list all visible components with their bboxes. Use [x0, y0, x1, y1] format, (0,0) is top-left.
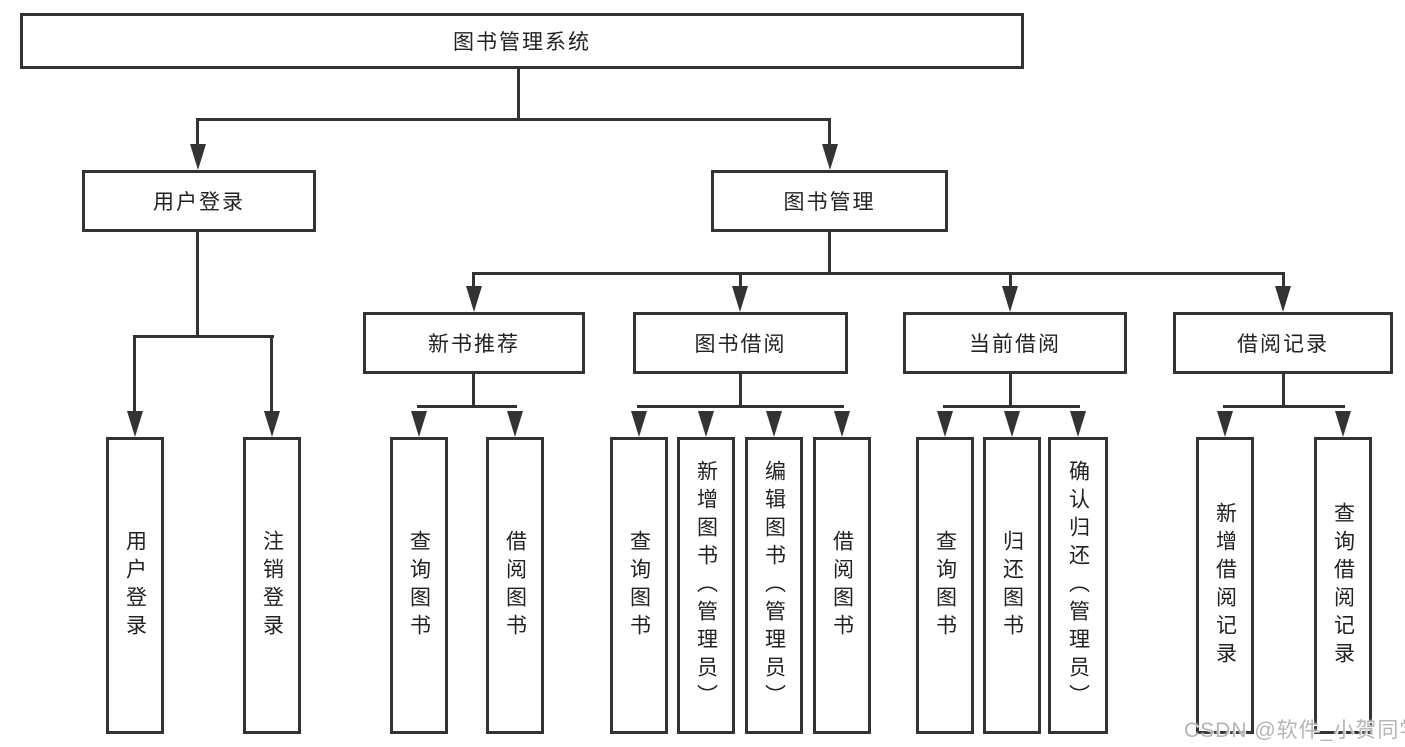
node-leaf-nbr-query-books: 查询图书: [390, 437, 448, 734]
node-label: 归还图书: [1000, 529, 1024, 642]
arrow-g4-add: [1217, 411, 1233, 437]
node-book-management: 图书管理: [711, 170, 948, 232]
node-current-borrow: 当前借阅: [903, 312, 1127, 374]
node-leaf-br-query-record: 查询借阅记录: [1314, 437, 1372, 734]
arrow-g1-query: [411, 411, 427, 437]
connector-rail-level2: [472, 272, 1285, 275]
csdn-watermark: CSDN @软件_小贺同学: [1184, 719, 1405, 742]
connector-drop-login-leaf: [133, 338, 136, 412]
connector-rail-level1: [196, 118, 831, 121]
connector-rail-g1: [417, 405, 517, 408]
node-label: 当前借阅: [969, 333, 1061, 356]
node-label: 注销登录: [260, 529, 284, 642]
arrow-g1-borrow: [507, 411, 523, 437]
node-label: 图书管理系统: [453, 31, 591, 54]
connector-book-management-stem: [828, 232, 831, 272]
arrow-user-login: [190, 144, 206, 170]
connector-g4-stem: [1282, 374, 1285, 408]
node-label: 用户登录: [153, 191, 245, 214]
node-label: 编辑图书（管理员）: [762, 459, 786, 712]
node-label: 查询借阅记录: [1331, 501, 1355, 670]
node-label: 图书管理: [783, 191, 876, 214]
connector-rail-g2: [637, 405, 844, 408]
connector-drop-new-book: [472, 275, 475, 287]
connector-g1-stem: [472, 374, 475, 408]
node-leaf-br-add-record: 新增借阅记录: [1196, 437, 1254, 734]
node-borrow-records: 借阅记录: [1173, 312, 1393, 374]
node-label: 新增图书（管理员）: [694, 459, 718, 712]
node-label: 图书借阅: [694, 333, 787, 356]
connector-rail-g3: [943, 405, 1080, 408]
connector-drop-logout-leaf: [270, 338, 273, 412]
arrow-g2-borrow: [834, 411, 850, 437]
node-book-borrow: 图书借阅: [633, 312, 848, 374]
node-user-login: 用户登录: [82, 170, 316, 232]
node-leaf-bb-borrow-books: 借阅图书: [813, 437, 871, 734]
arrow-borrow-records: [1275, 286, 1291, 312]
node-label: 新增借阅记录: [1213, 501, 1237, 670]
arrow-login-leaf: [127, 411, 143, 437]
connector-g3-stem: [1009, 374, 1012, 408]
connector-g2-stem: [739, 374, 742, 408]
node-leaf-bb-query-books: 查询图书: [610, 437, 668, 734]
node-leaf-user-login: 用户登录: [106, 437, 164, 734]
node-label: 借阅图书: [503, 529, 527, 642]
arrow-g3-confirm: [1070, 411, 1086, 437]
arrow-new-book: [466, 286, 482, 312]
connector-drop-book-management: [828, 121, 831, 145]
arrow-logout-leaf: [264, 411, 280, 437]
connector-root-stem: [517, 66, 520, 118]
arrow-book-management: [822, 144, 838, 170]
connector-user-login-stem: [196, 232, 199, 335]
connector-rail-g4: [1223, 405, 1345, 408]
node-label: 查询图书: [407, 529, 431, 642]
arrow-g2-add: [698, 411, 714, 437]
node-leaf-nbr-borrow-books: 借阅图书: [486, 437, 544, 734]
node-label: 确认归还（管理员）: [1066, 459, 1090, 712]
arrow-g3-query: [937, 411, 953, 437]
node-label: 新书推荐: [428, 333, 520, 356]
node-leaf-bb-add-books: 新增图书（管理员）: [677, 437, 735, 734]
node-label: 借阅记录: [1237, 333, 1329, 356]
node-label: 查询图书: [933, 529, 957, 642]
node-leaf-cb-confirm-return: 确认归还（管理员）: [1048, 437, 1108, 734]
arrow-book-borrow: [732, 286, 748, 312]
node-leaf-logout: 注销登录: [243, 437, 301, 734]
node-label: 借阅图书: [830, 529, 854, 642]
connector-rail-user-login: [133, 335, 274, 338]
node-new-book-recommend: 新书推荐: [363, 312, 585, 374]
arrow-current-borrow: [1002, 286, 1018, 312]
node-label: 查询图书: [627, 529, 651, 642]
arrow-g3-return: [1004, 411, 1020, 437]
node-label: 用户登录: [123, 529, 147, 642]
connector-drop-user-login: [196, 121, 199, 145]
node-library-management-system: 图书管理系统: [20, 13, 1024, 69]
node-leaf-cb-query-books: 查询图书: [916, 437, 974, 734]
node-leaf-cb-return-books: 归还图书: [983, 437, 1041, 734]
connector-drop-borrow-records: [1282, 275, 1285, 287]
node-leaf-bb-edit-books: 编辑图书（管理员）: [745, 437, 803, 734]
arrow-g4-query: [1335, 411, 1351, 437]
connector-drop-current-borrow: [1009, 275, 1012, 287]
connector-drop-book-borrow: [739, 275, 742, 287]
arrow-g2-query: [631, 411, 647, 437]
arrow-g2-edit: [766, 411, 782, 437]
